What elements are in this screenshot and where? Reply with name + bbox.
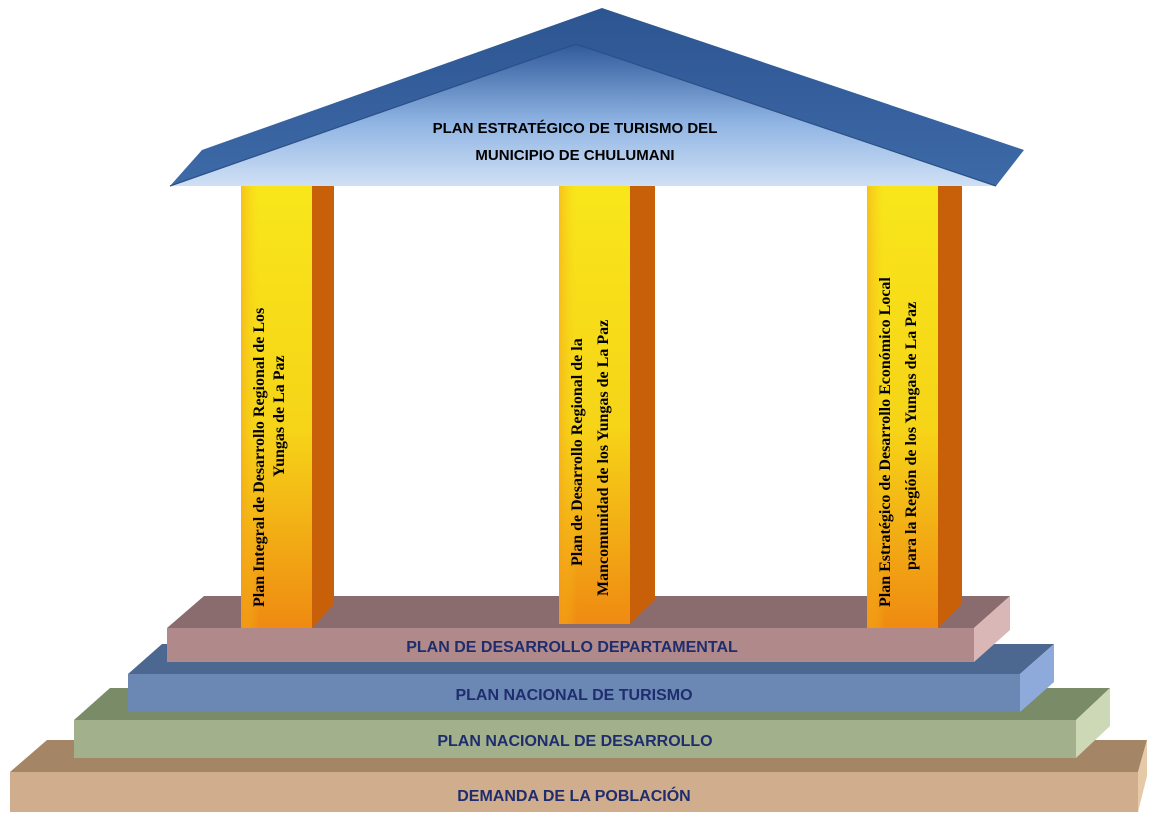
step-demanda-side bbox=[1138, 740, 1147, 812]
pillar-3: Plan Estratégico de Desarrollo Económico… bbox=[867, 186, 962, 628]
pillar-1: Plan Integral de Desarrollo Regional de … bbox=[241, 186, 334, 628]
step-desarrollo-nacional-front bbox=[74, 720, 1076, 758]
pillar-3-side bbox=[938, 186, 962, 628]
step-demanda-label: DEMANDA DE LA POBLACIÓN bbox=[457, 786, 690, 805]
roof-edge bbox=[169, 43, 997, 187]
pillar-2-shade bbox=[559, 186, 630, 624]
step-departamental-label: PLAN DE DESARROLLO DEPARTAMENTAL bbox=[406, 639, 738, 656]
pillar-3-line2: para la Región de los Yungas de La Paz bbox=[903, 302, 920, 570]
step-turismo-nacional-side bbox=[1020, 644, 1054, 712]
pillar-2-line2: Mancomunidad de los Yungas de La Paz bbox=[595, 320, 612, 596]
pillar-2-side bbox=[630, 186, 655, 624]
pillar-2-line1: Plan de Desarrollo Regional de la bbox=[569, 338, 586, 566]
step-desarrollo-nacional-side bbox=[1076, 688, 1110, 758]
step-turismo-nacional-front bbox=[128, 674, 1020, 712]
roof-front bbox=[170, 44, 996, 186]
step-departamental-side bbox=[974, 596, 1010, 662]
pillar-3-shade bbox=[867, 186, 938, 628]
step-demanda-front bbox=[10, 772, 1138, 812]
pillar-3-line1: Plan Estratégico de Desarrollo Económico… bbox=[877, 277, 894, 607]
step-departamental: PLAN DE DESARROLLO DEPARTAMENTAL bbox=[167, 596, 1010, 662]
roof-title-line2: MUNICIPIO DE CHULUMANI bbox=[475, 147, 674, 164]
step-turismo-nacional-label: PLAN NACIONAL DE TURISMO bbox=[455, 687, 692, 704]
roof: PLAN ESTRATÉGICO DE TURISMO DEL MUNICIPI… bbox=[169, 8, 1024, 187]
pillar-1-side bbox=[312, 186, 334, 628]
step-desarrollo-nacional-label: PLAN NACIONAL DE DESARROLLO bbox=[437, 733, 712, 750]
pillar-1-line1: Plan Integral de Desarrollo Regional de … bbox=[251, 308, 268, 607]
pillar-1-line2: Yungas de La Paz bbox=[271, 355, 288, 477]
step-departamental-front bbox=[167, 628, 974, 662]
pillar-1-shade bbox=[241, 186, 312, 628]
roof-title-line1: PLAN ESTRATÉGICO DE TURISMO DEL bbox=[433, 120, 718, 137]
pillar-2: Plan de Desarrollo Regional de la Mancom… bbox=[559, 186, 655, 624]
